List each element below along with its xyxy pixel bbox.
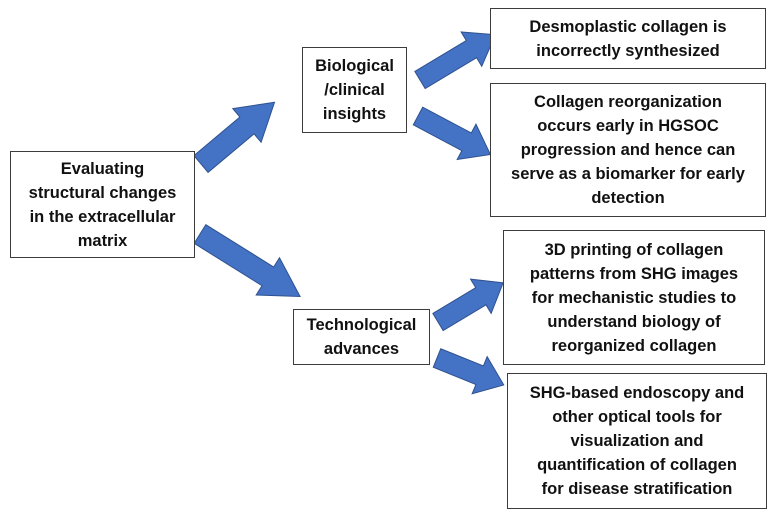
collagen-reorganization-node: Collagen reorganization occurs early in … bbox=[490, 83, 766, 217]
arrow-technological-to-endoscopy bbox=[432, 348, 505, 395]
shg-endoscopy-label: SHG-based endoscopy and other optical to… bbox=[529, 384, 745, 498]
desmoplastic-collagen-label: Desmoplastic collagen is incorrectly syn… bbox=[529, 17, 727, 60]
root-node-label: Evaluating structural changes in the ext… bbox=[28, 159, 177, 250]
3d-printing-node: 3D printing of collagen patterns from SH… bbox=[503, 230, 765, 365]
technological-advances-label: Technological advances bbox=[306, 316, 417, 358]
collagen-reorganization-label: Collagen reorganization occurs early in … bbox=[511, 93, 745, 207]
technological-advances-node: Technological advances bbox=[293, 309, 430, 365]
3d-printing-label: 3D printing of collagen patterns from SH… bbox=[529, 240, 739, 355]
arrow-technological-to-printing bbox=[432, 278, 504, 332]
arrow-root-to-technological bbox=[193, 223, 301, 298]
arrow-biological-to-reorganization bbox=[412, 106, 492, 161]
biological-insights-label: Biological /clinical insights bbox=[315, 57, 394, 123]
arrow-biological-to-desmoplastic bbox=[414, 31, 497, 90]
root-node: Evaluating structural changes in the ext… bbox=[10, 151, 195, 258]
biological-insights-node: Biological /clinical insights bbox=[302, 47, 407, 133]
desmoplastic-collagen-node: Desmoplastic collagen is incorrectly syn… bbox=[490, 8, 766, 69]
shg-endoscopy-node: SHG-based endoscopy and other optical to… bbox=[507, 373, 767, 509]
arrow-root-to-biological bbox=[193, 101, 276, 174]
